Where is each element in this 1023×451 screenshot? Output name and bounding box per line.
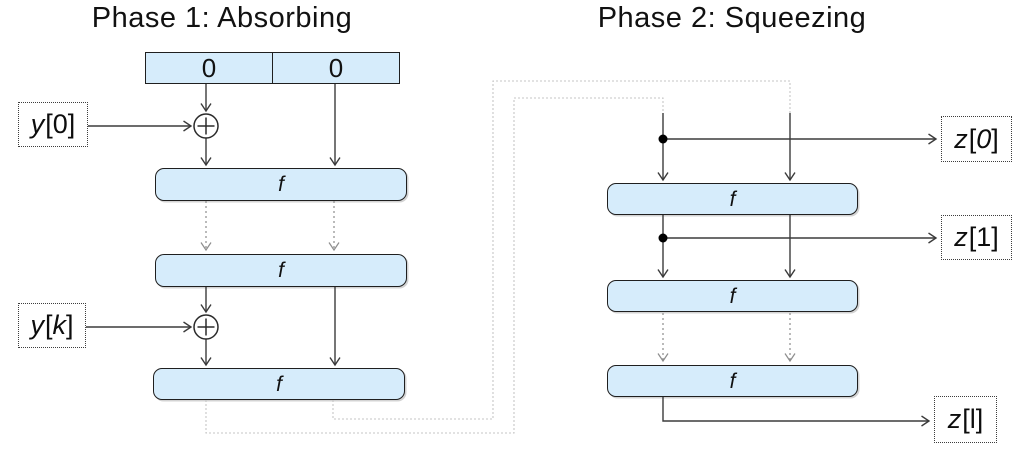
var-letter: y xyxy=(30,109,45,139)
f-box-squeeze-3: f xyxy=(607,365,858,397)
state-cell-capacity: 0 xyxy=(328,52,344,83)
bracket-close: ] xyxy=(991,123,999,154)
index: 0 xyxy=(52,109,68,139)
bracket-close: ] xyxy=(67,109,76,139)
bracket-open: [ xyxy=(962,404,970,434)
bracket-open: [ xyxy=(968,222,977,252)
state-cell-rate: 0 xyxy=(146,53,273,83)
index: k xyxy=(52,310,67,340)
var-letter: z xyxy=(954,123,968,154)
xor-icon xyxy=(193,314,219,340)
index: l xyxy=(969,404,976,434)
f-label: f xyxy=(729,284,736,308)
junction-dot-z1 xyxy=(658,233,668,243)
input-block-y0: y[0] xyxy=(18,102,88,147)
bracket-open: [ xyxy=(968,123,977,154)
f-label: f xyxy=(278,259,284,282)
f-label: f xyxy=(276,372,282,396)
bracket-open: [ xyxy=(44,310,53,340)
f-label: f xyxy=(278,173,284,196)
bracket-close: ] xyxy=(975,404,984,434)
f-label: f xyxy=(729,369,736,393)
f-box-absorb-3: f xyxy=(153,368,405,400)
output-block-z0: z[0] xyxy=(941,116,1012,162)
output-block-zl: z[l] xyxy=(934,396,997,443)
arrow-to-zl xyxy=(662,397,929,421)
var-letter: z xyxy=(954,222,968,252)
xor-node-1 xyxy=(193,113,219,139)
input-block-yk: y[k] xyxy=(18,303,86,348)
plus-glyph xyxy=(197,117,215,135)
plus-glyph xyxy=(197,318,215,336)
f-box-absorb-2: f xyxy=(155,254,407,287)
junction-dot-z0 xyxy=(658,134,668,144)
var-letter: y xyxy=(30,310,44,340)
var-letter: z xyxy=(947,404,962,434)
f-box-squeeze-1: f xyxy=(607,183,858,215)
phase1-title: Phase 1: Absorbing xyxy=(91,2,353,34)
phase2-title: Phase 2: Squeezing xyxy=(597,2,867,34)
index: 0 xyxy=(976,123,992,154)
xor-icon xyxy=(193,113,219,139)
xor-node-2 xyxy=(193,314,219,340)
bracket-open: [ xyxy=(45,109,53,139)
index: 1 xyxy=(976,222,992,252)
initial-state-register: 0 0 xyxy=(145,52,400,84)
bracket-close: ] xyxy=(991,222,999,252)
bracket-close: ] xyxy=(66,310,74,340)
f-label: f xyxy=(729,187,736,211)
f-box-squeeze-2: f xyxy=(607,280,858,312)
output-block-z1: z[1] xyxy=(941,215,1012,260)
f-box-absorb-1: f xyxy=(155,168,407,201)
